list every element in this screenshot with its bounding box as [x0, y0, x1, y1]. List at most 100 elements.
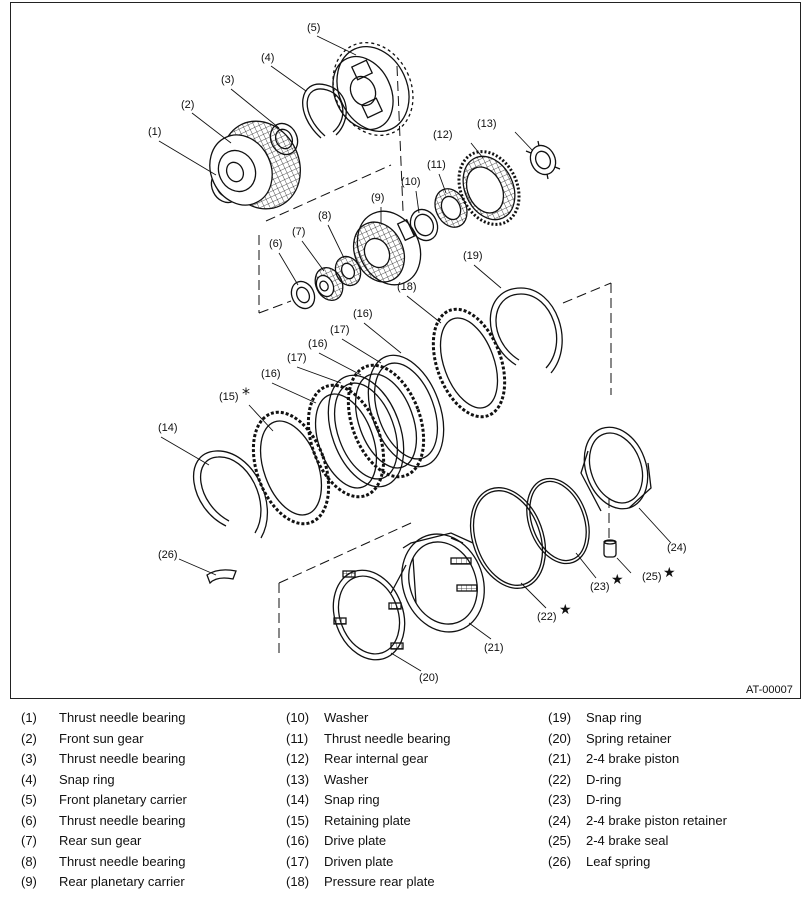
legend-label: 2-4 brake piston retainer	[586, 812, 727, 828]
parts-legend: (1) Thrust needle bearing (2) Front sun gea…	[0, 708, 810, 913]
callout-20: (20)	[419, 672, 439, 684]
legend-label: Thrust needle bearing	[59, 812, 186, 828]
legend-number: (23)	[548, 792, 572, 807]
callout-12: (12)	[433, 129, 453, 141]
legend-label: Snap ring	[324, 792, 380, 807]
legend-number: (14)	[286, 792, 310, 807]
callout-16-b: (16)	[308, 338, 328, 350]
legend-label: Retaining plate	[324, 812, 411, 828]
legend-label: Thrust needle bearing	[59, 710, 186, 725]
legend-number: (11)	[286, 730, 309, 746]
callout-17-a: (17)	[287, 352, 307, 364]
legend-label: D-ring	[586, 771, 622, 787]
brake-piston-retainer-24	[580, 426, 652, 512]
legend-number: (24)	[548, 812, 572, 828]
pressure-rear-plate-18	[431, 307, 507, 419]
legend-number: (12)	[286, 751, 310, 766]
callout-17-b: (17)	[330, 324, 350, 336]
thrust-needle-bearing-8	[334, 255, 362, 287]
legend-label: Thrust needle bearing	[59, 853, 186, 869]
callout-16-c: (16)	[353, 308, 373, 320]
legend-label: D-ring	[586, 792, 622, 807]
legend-label: 2-4 brake seal	[586, 833, 669, 848]
legend-number: (13)	[286, 771, 310, 787]
legend-number: (2)	[21, 730, 37, 746]
legend-number: (16)	[286, 833, 310, 848]
legend-row: (22)D-ring	[548, 770, 727, 791]
legend-label: Leaf spring	[586, 853, 651, 869]
legend-number: (9)	[21, 874, 37, 889]
legend-row: (21)2-4 brake piston	[548, 749, 727, 770]
callout-4: (4)	[261, 52, 274, 64]
callout-2: (2)	[181, 99, 194, 111]
legend-label: Washer	[324, 710, 369, 725]
legend-row: (8) Thrust needle bearing	[21, 852, 187, 873]
legend-number: (18)	[286, 874, 310, 889]
callout-25: (25)	[642, 571, 662, 583]
asterisk-marker-15: *	[242, 384, 250, 403]
callout-7: (7)	[292, 226, 305, 238]
legend-row: (13) Washer	[286, 770, 450, 791]
legend-row: (7)Rear sun gear	[21, 831, 187, 852]
callout-11: (11)	[427, 159, 446, 171]
front-sun-gear-2	[209, 120, 301, 210]
legend-label: Front planetary carrier	[59, 792, 187, 807]
legend-row: (20) Spring retainer	[548, 729, 727, 750]
star-marker-22: ★	[559, 602, 572, 618]
legend-number: (20)	[548, 730, 572, 746]
callout-22: (22)	[537, 611, 557, 623]
legend-label: Driven plate	[324, 853, 394, 869]
callout-23: (23)	[590, 581, 610, 593]
thrust-needle-bearing-11	[434, 188, 468, 228]
retaining-plate-15	[251, 410, 331, 526]
figure-id: AT-00007	[746, 684, 793, 696]
legend-number: (25)	[548, 833, 572, 848]
callout-6: (6)	[269, 238, 282, 250]
marker-symbols: * ★ ★ ★	[242, 384, 676, 618]
legend-number: (5)	[21, 792, 37, 807]
legend-label: Washer	[324, 771, 369, 787]
legend-column-3: (19)Snap ring(20)Spring retainer(21)2-4 …	[548, 708, 727, 872]
callout-13: (13)	[477, 118, 497, 130]
legend-row: (16) Drive plate	[286, 831, 450, 852]
legend-label: Drive plate	[324, 833, 387, 848]
legend-label: Snap ring	[59, 771, 115, 787]
callout-10: (10)	[401, 176, 421, 188]
legend-row: (18) Pressure rear plate	[286, 872, 450, 893]
legend-row: (11)Thrust needle bearing	[286, 729, 450, 750]
legend-row: (6) Thrust needle bearing	[21, 811, 187, 832]
callout-26: (26)	[158, 549, 178, 561]
legend-row: (26)Leaf spring	[548, 852, 727, 873]
legend-row: (4)Snap ring	[21, 770, 187, 791]
snap-ring-4	[302, 83, 347, 139]
legend-number: (3)	[21, 751, 37, 766]
clutch-plate-stack	[306, 354, 445, 499]
legend-row: (1) Thrust needle bearing	[21, 708, 187, 729]
star-marker-25: ★	[663, 565, 676, 581]
legend-number: (1)	[21, 710, 37, 725]
legend-row: (12)Rear internal gear	[286, 749, 450, 770]
legend-number: (15)	[286, 812, 310, 828]
callout-21: (21)	[484, 642, 504, 654]
legend-label: Snap ring	[586, 710, 642, 725]
snap-ring-14	[192, 450, 268, 539]
legend-label: Rear planetary carrier	[59, 874, 185, 889]
legend-row: (25) 2-4 brake seal	[548, 831, 727, 852]
callout-labels: (1) (2) (3) (4) (5) (6) (7) (8) (9) (10)…	[148, 22, 687, 684]
callout-19: (19)	[463, 250, 483, 262]
callout-9: (9)	[371, 192, 384, 204]
legend-label: Front sun gear	[59, 730, 144, 746]
legend-row: (14) Snap ring	[286, 790, 450, 811]
legend-number: (6)	[21, 812, 37, 828]
front-planetary-carrier-5	[332, 41, 414, 137]
rear-planetary-carrier-9	[352, 210, 422, 286]
legend-column-1: (1) Thrust needle bearing (2) Front sun gea…	[21, 708, 187, 893]
legend-label: Pressure rear plate	[324, 874, 435, 889]
thrust-needle-bearing-6	[290, 280, 316, 310]
snap-ring-19	[489, 287, 563, 374]
leaf-spring-26	[206, 569, 237, 585]
legend-number: (8)	[21, 853, 37, 869]
legend-label: Spring retainer	[586, 730, 672, 746]
star-marker-23: ★	[611, 572, 624, 588]
callout-16-a: (16)	[261, 368, 281, 380]
